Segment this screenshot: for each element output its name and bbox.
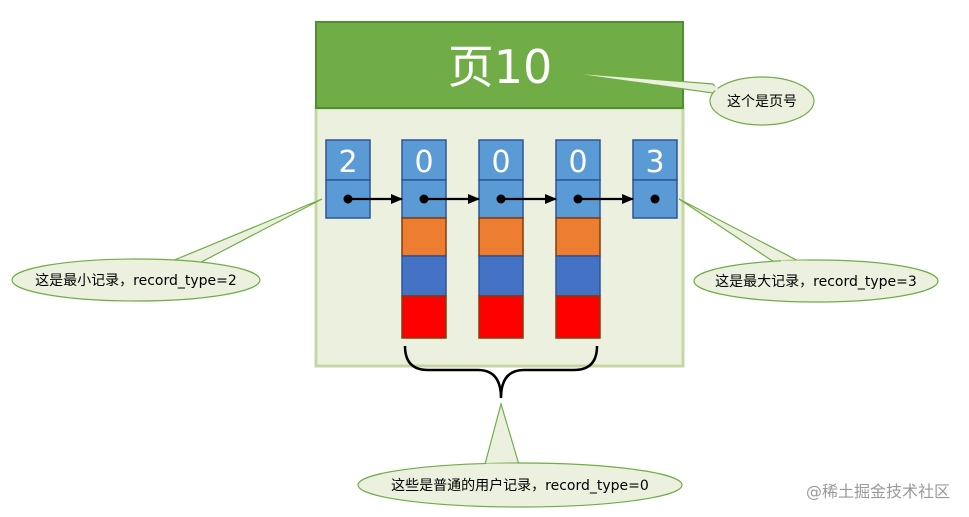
record-field-orange [401,217,447,257]
record-field-blue [478,255,524,297]
record-field-blue [401,255,447,297]
n-owned-slot [632,139,678,181]
callout-user-records-text: 这些是普通的用户记录，record_type=0 [391,477,649,494]
records-layer: 2 0 0 0 3 [325,139,678,339]
callout-page-number-text: 这个是页号 [727,93,797,110]
page-header [315,21,684,109]
n-owned-slot [555,139,601,181]
page-title: 页10 [448,40,553,94]
record-field-blue [555,255,601,297]
callout-max-record: 这是最大记录，record_type=3 [678,198,939,303]
n-owned-value: 0 [414,145,433,180]
n-owned-value: 0 [568,145,587,180]
n-owned-value: 3 [645,145,664,180]
watermark: @稀土掘金技术社区 [806,482,950,501]
record-field-red [555,295,601,339]
record-field-red [478,295,524,339]
record-user-1: 0 [401,139,447,339]
n-owned-value: 2 [338,145,357,180]
record-user-2: 0 [478,139,524,339]
callout-min-record: 这是最小记录，record_type=2 [11,198,323,302]
record-max-4: 3 [632,139,678,219]
pointer-dot [650,194,660,204]
callout-page-number: 这个是页号 [561,71,815,126]
user-records-brace [403,345,599,399]
n-owned-slot [478,139,524,181]
record-field-orange [555,217,601,257]
callout-min-record-text: 这是最小记录，record_type=2 [35,272,237,289]
record-field-orange [478,217,524,257]
record-field-red [401,295,447,339]
record-min-0: 2 [325,139,371,219]
record-user-3: 0 [555,139,601,339]
n-owned-value: 0 [491,145,510,180]
callout-max-record-text: 这是最大记录，record_type=3 [715,273,917,290]
callout-user-records: 这些是普通的用户记录，record_type=0 [357,401,683,508]
